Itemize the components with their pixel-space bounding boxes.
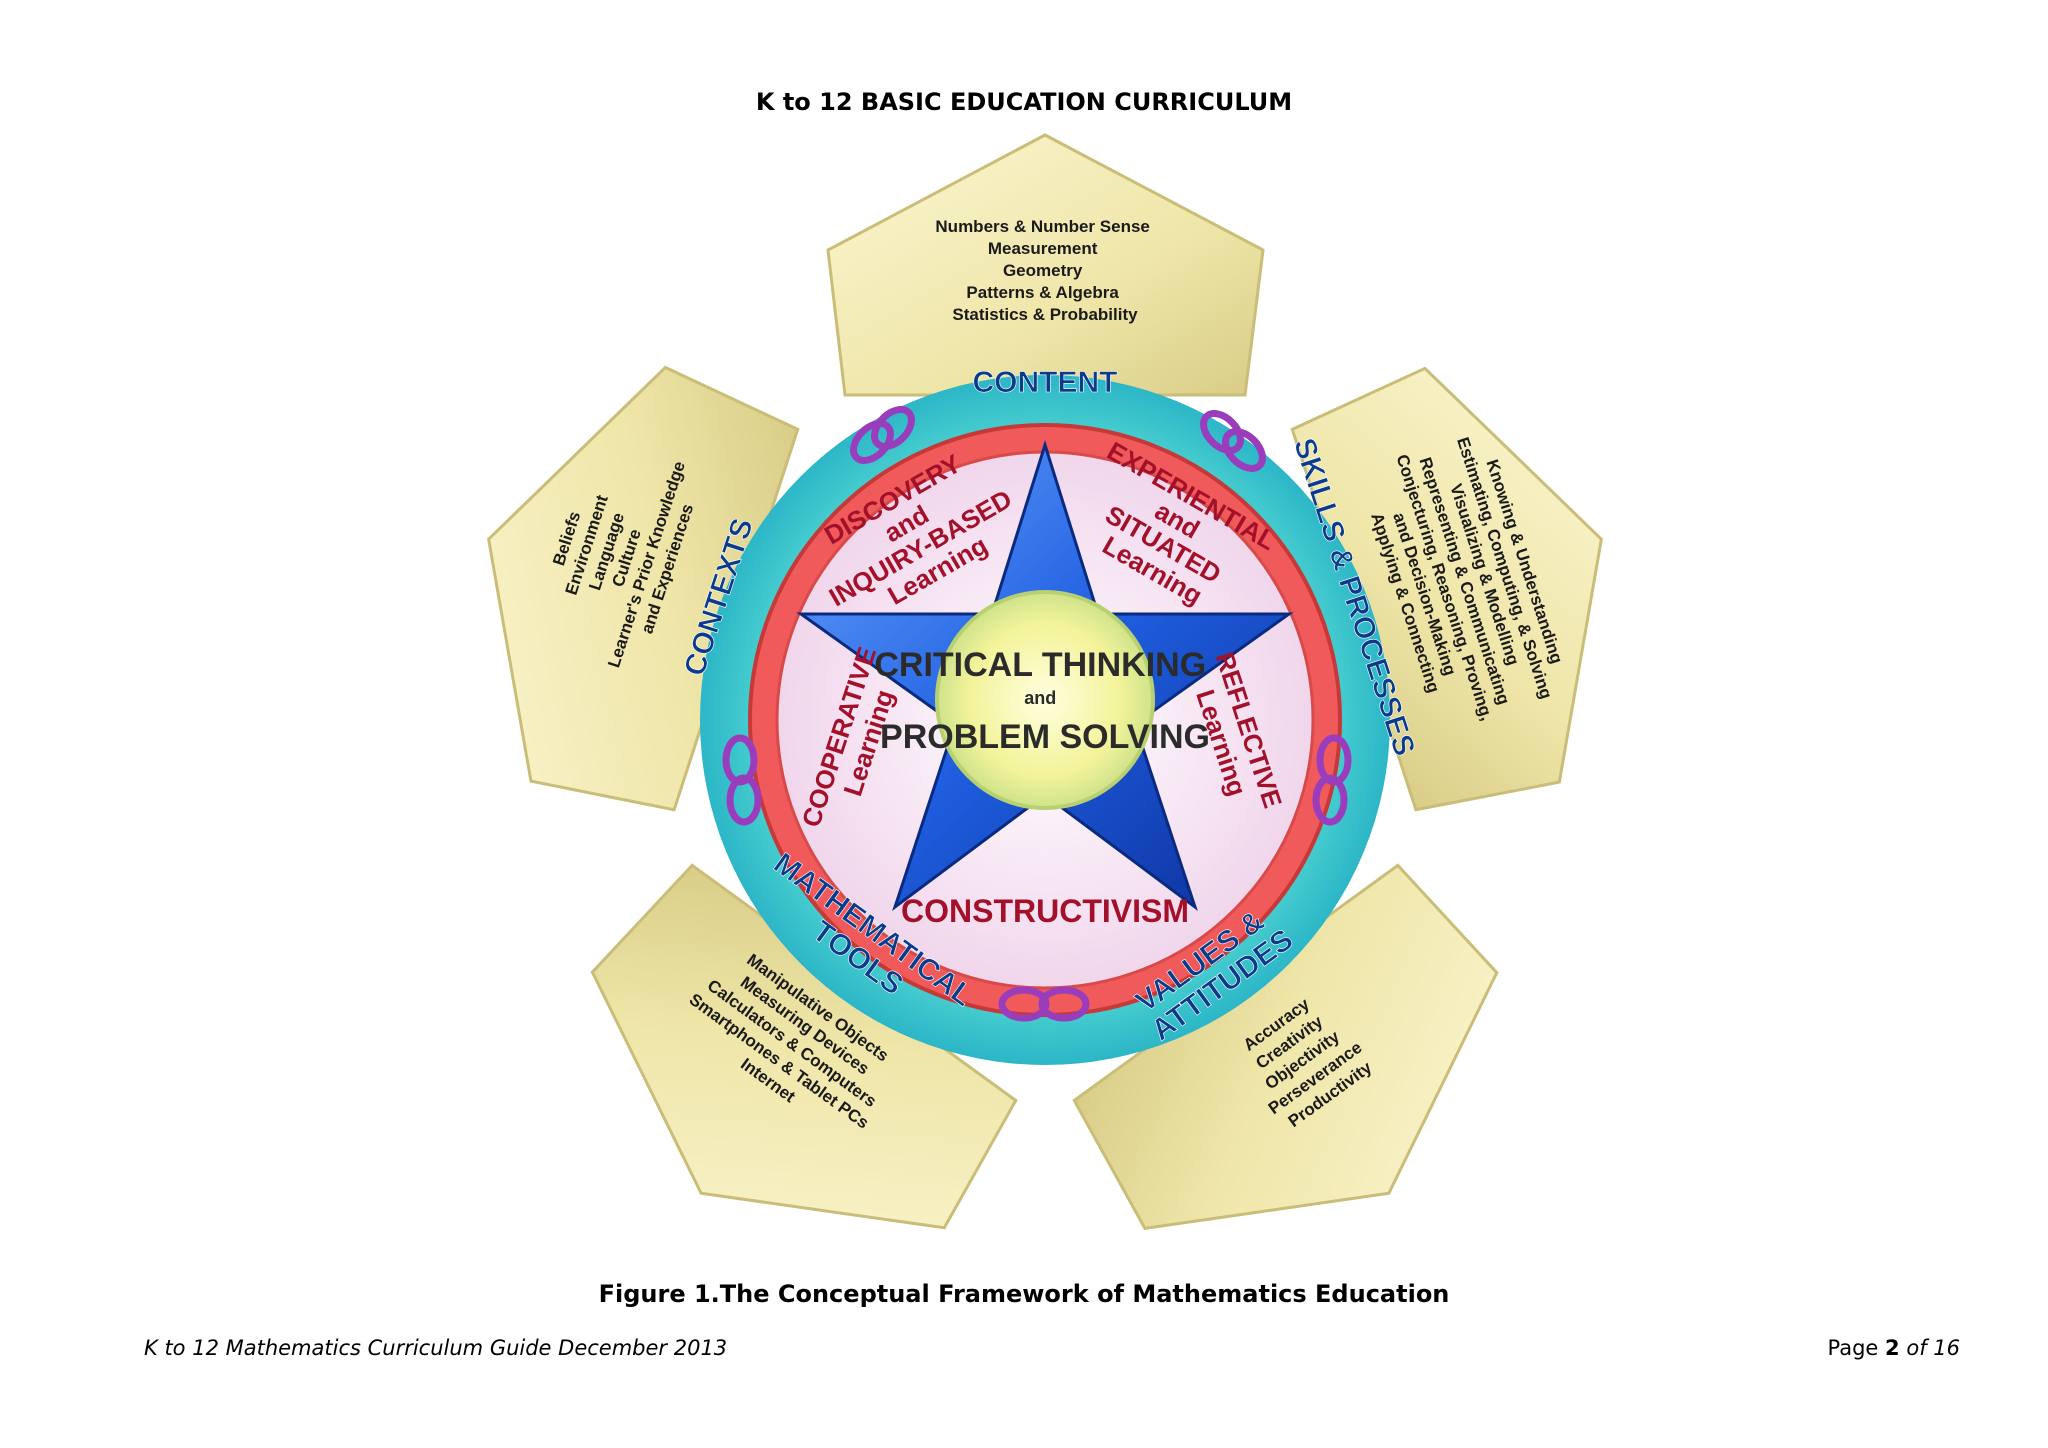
skills-items: Knowing & Understanding Estimating, Comp… xyxy=(1352,426,1577,740)
content-item: Statistics & Probability xyxy=(952,305,1138,324)
center-disc xyxy=(935,590,1155,810)
center-label: CRITICAL THINKING and PROBLEM SOLVING xyxy=(874,646,1215,756)
link-rings xyxy=(722,406,1352,1022)
content-item: Measurement xyxy=(988,239,1098,258)
page-title: K to 12 BASIC EDUCATION CURRICULUM xyxy=(755,88,1293,116)
content-items: Numbers & Number Sense Measurement Geome… xyxy=(935,217,1154,324)
figure-caption: Figure 1.The Conceptual Framework of Mat… xyxy=(598,1280,1450,1308)
content-item: Patterns & Algebra xyxy=(966,283,1119,302)
content-label: CONTENT xyxy=(973,366,1118,399)
content-item: Geometry xyxy=(1003,261,1083,280)
footer-page-number: Page 2 of 16 xyxy=(1827,1336,1960,1360)
constructivism-label: CONSTRUCTIVISM xyxy=(901,893,1189,929)
content-item: Numbers & Number Sense xyxy=(935,217,1149,236)
footer-document-title: K to 12 Mathematics Curriculum Guide Dec… xyxy=(144,1336,728,1360)
